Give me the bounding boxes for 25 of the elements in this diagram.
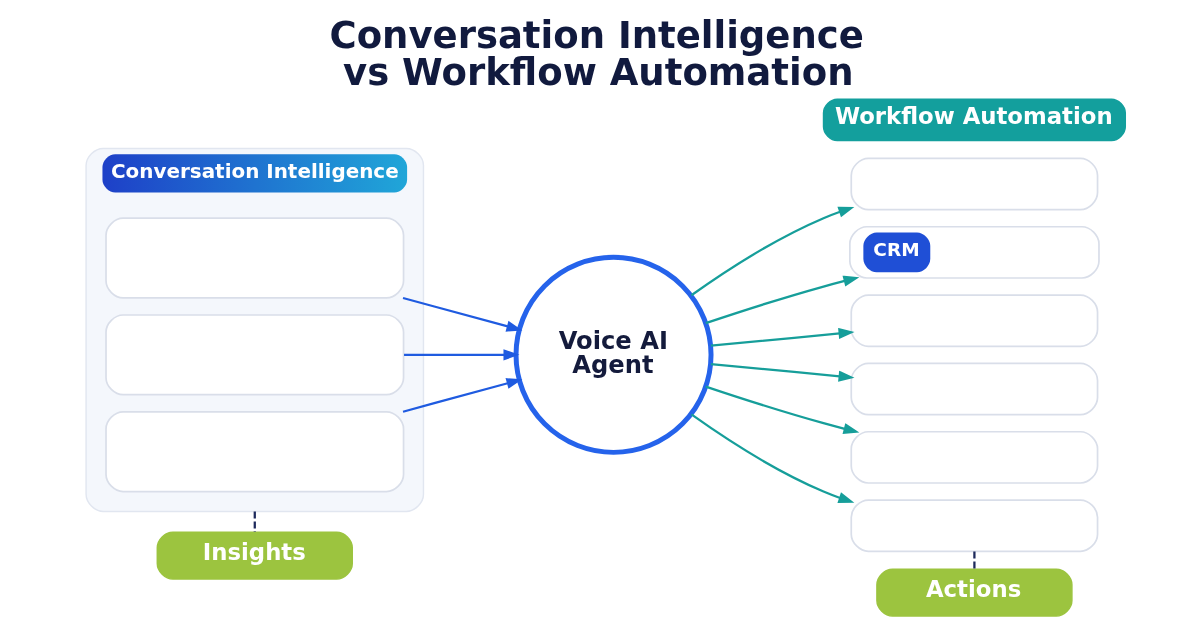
arrow (705, 275, 860, 325)
node-box (850, 430, 1099, 484)
node-box (850, 362, 1099, 416)
node-box (105, 217, 405, 299)
arrow (710, 362, 855, 382)
arrow (690, 206, 855, 297)
cluster: Conversation Intelligence (85, 147, 425, 513)
connector (973, 551, 976, 570)
node-box (105, 314, 405, 396)
node-box (850, 294, 1099, 348)
arrow (404, 349, 520, 361)
node-box: Actions (876, 568, 1073, 617)
arrow (710, 327, 855, 347)
node-box (850, 499, 1099, 553)
node-box: CRM (849, 225, 1100, 279)
arrow (402, 296, 523, 332)
connector (253, 511, 256, 533)
node-box (850, 157, 1099, 211)
arrow (402, 378, 523, 413)
node-box (105, 410, 405, 493)
node-box: Workflow Automation (822, 98, 1126, 142)
node-circle: Voice AI Agent (513, 254, 714, 455)
diagram-title: Conversation Intelligence vs Workflow Automation (329, 13, 864, 94)
arrow (705, 385, 860, 435)
arrow (690, 413, 855, 503)
